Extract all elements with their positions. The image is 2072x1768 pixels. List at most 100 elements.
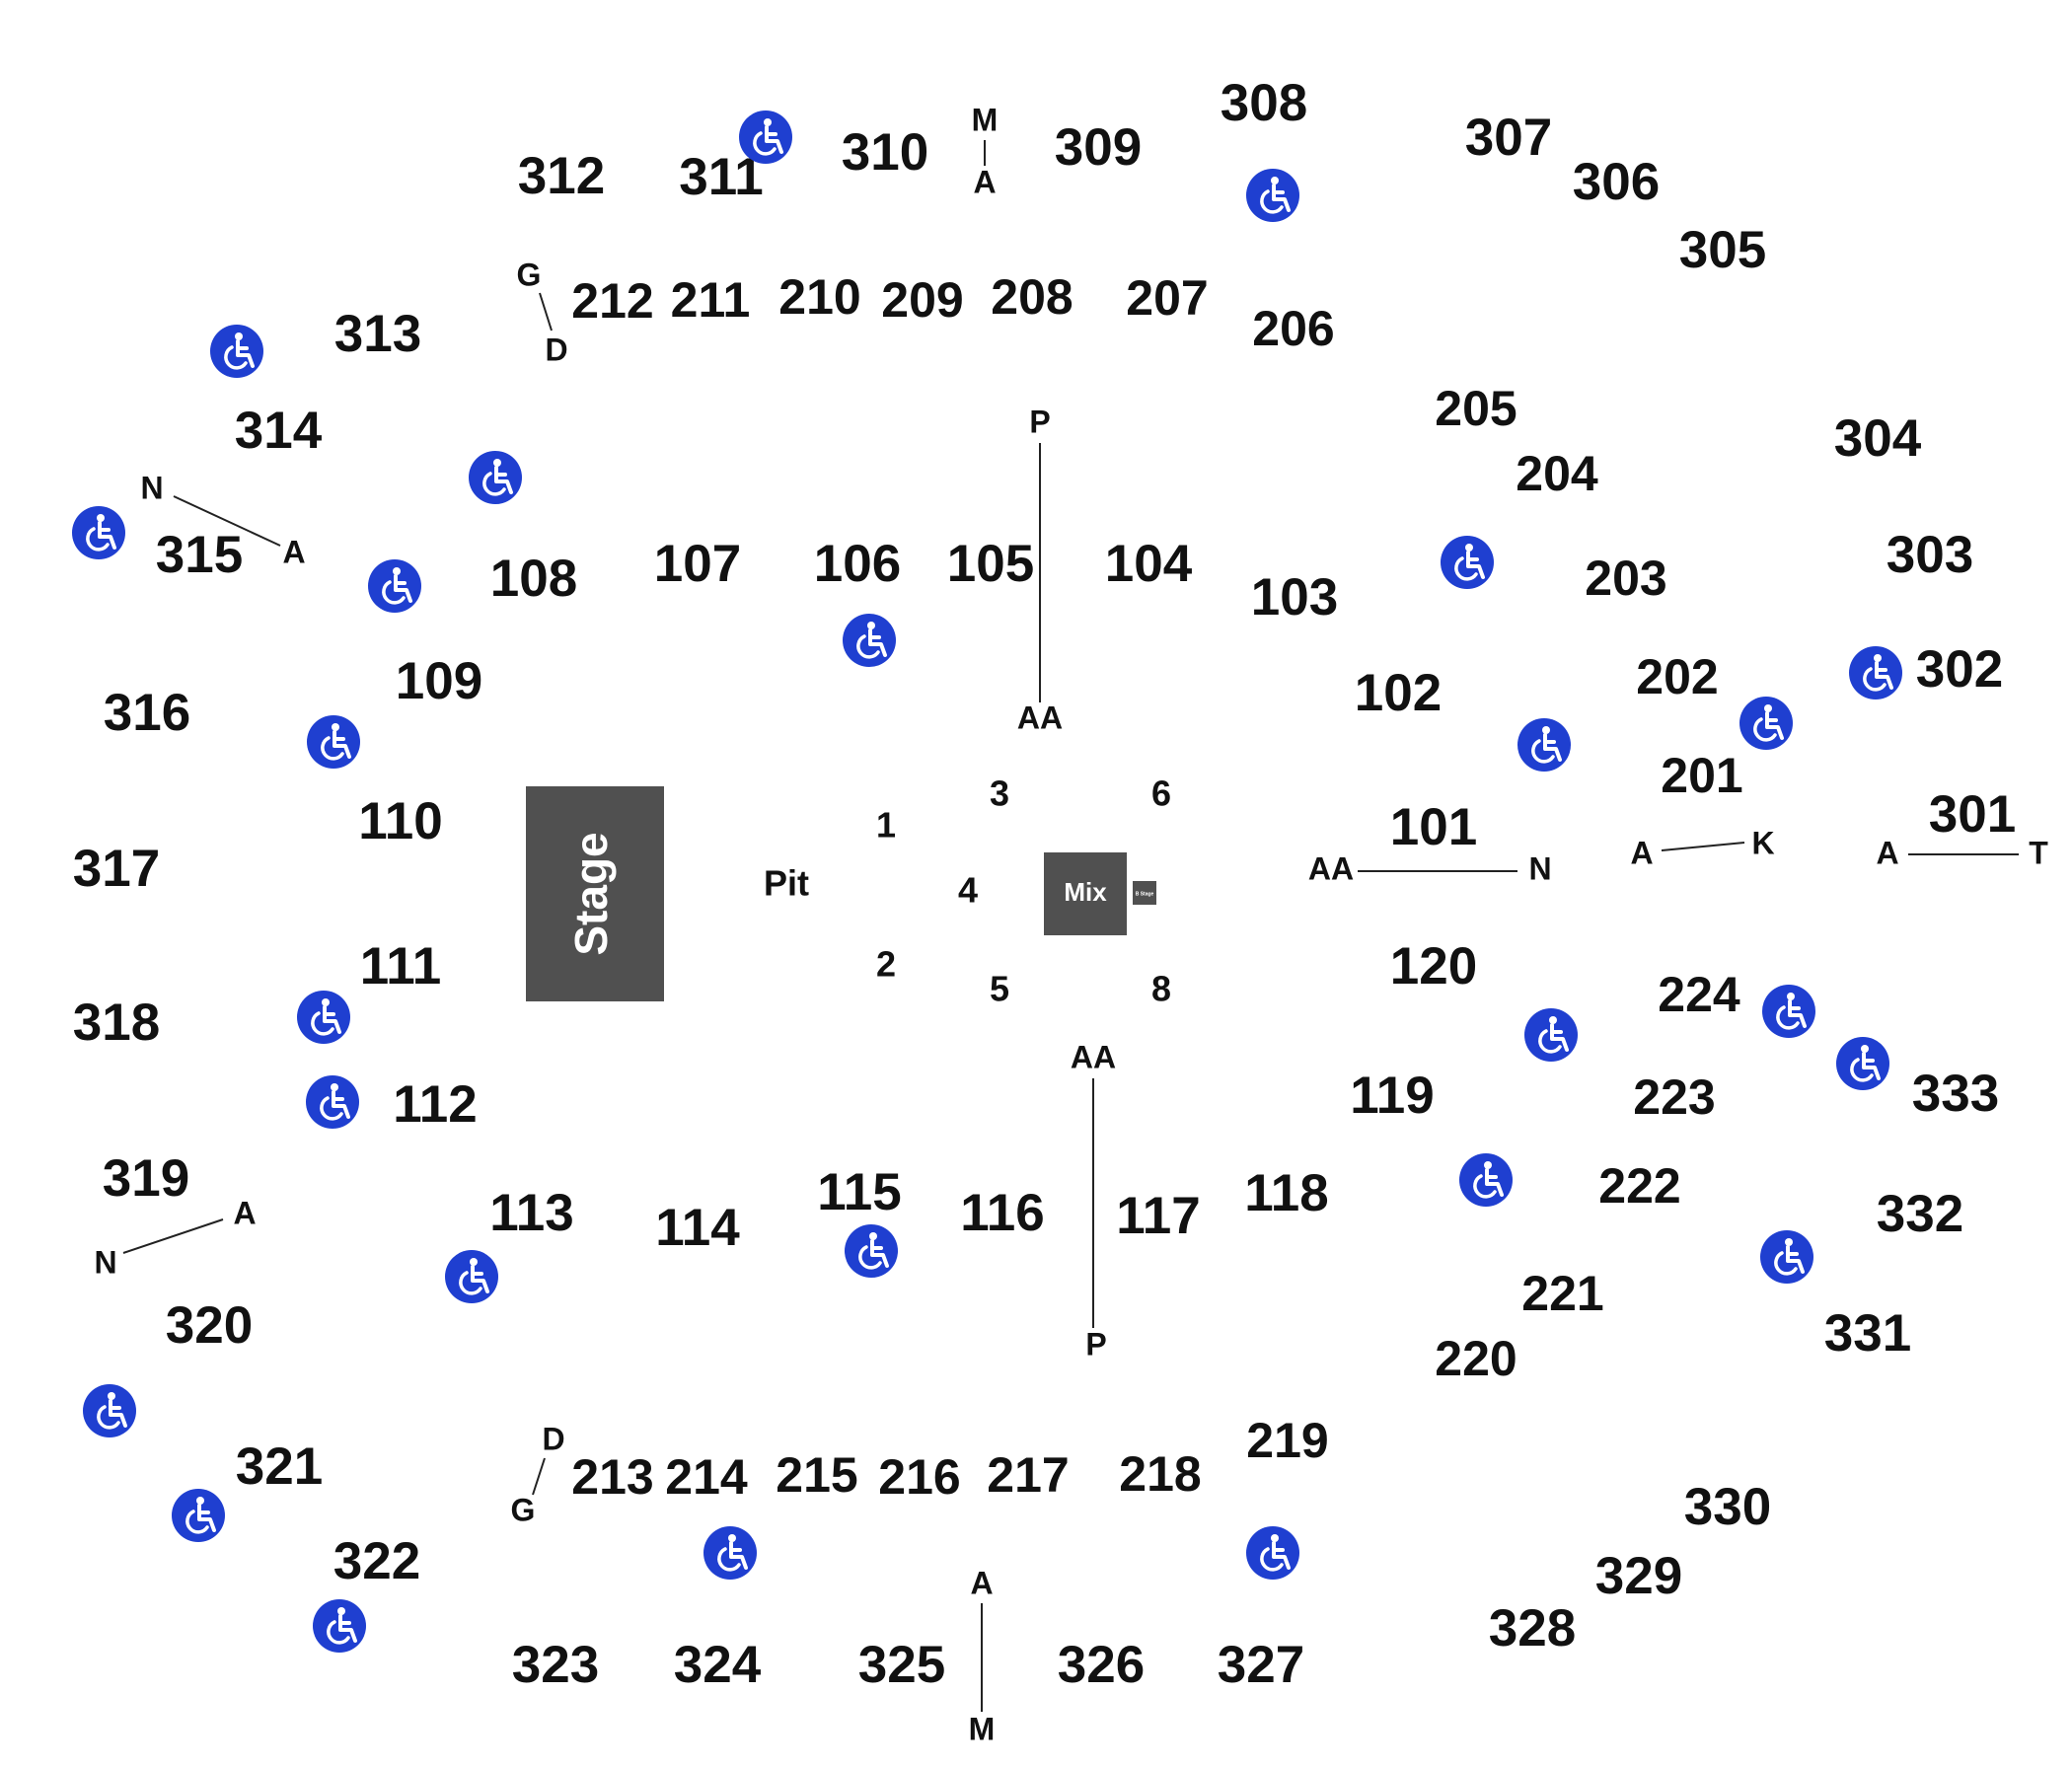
wheelchair-icon	[170, 1487, 227, 1544]
section[interactable]: 301	[1929, 785, 2016, 844]
section[interactable]: 331	[1824, 1304, 1911, 1363]
section[interactable]: 103	[1251, 568, 1338, 626]
floor-section[interactable]: 2	[876, 944, 896, 985]
section[interactable]: 216	[878, 1449, 960, 1505]
section[interactable]: 306	[1573, 153, 1660, 211]
section[interactable]: 206	[1252, 301, 1334, 356]
section[interactable]: 317	[73, 840, 160, 898]
section[interactable]: 115	[817, 1163, 902, 1221]
section[interactable]: 316	[104, 684, 190, 742]
section[interactable]: 212	[571, 273, 653, 329]
section[interactable]: 308	[1221, 74, 1307, 132]
section[interactable]: 102	[1355, 664, 1442, 722]
section[interactable]: 106	[814, 535, 901, 593]
row-label: A	[282, 534, 305, 569]
section[interactable]: 319	[103, 1149, 189, 1208]
floor-section[interactable]: 8	[1151, 969, 1171, 1009]
section[interactable]: 223	[1633, 1069, 1715, 1125]
row-label: G	[511, 1492, 536, 1527]
section[interactable]: 118	[1244, 1164, 1329, 1222]
section[interactable]: 309	[1055, 118, 1142, 177]
section[interactable]: 120	[1390, 937, 1477, 995]
section[interactable]: 214	[665, 1449, 748, 1505]
section[interactable]: 111	[360, 937, 442, 995]
section[interactable]: 117	[1116, 1187, 1201, 1245]
section[interactable]: 313	[334, 305, 421, 363]
row-indicator-na-left: N A	[140, 470, 305, 569]
section[interactable]: 114	[655, 1199, 740, 1257]
section[interactable]: 217	[987, 1447, 1069, 1503]
row-label: P	[1085, 1326, 1106, 1362]
section[interactable]: 323	[512, 1636, 599, 1694]
section[interactable]: 302	[1916, 640, 2003, 699]
section[interactable]: 119	[1350, 1067, 1435, 1125]
section[interactable]: 207	[1126, 270, 1208, 326]
section[interactable]: 321	[236, 1437, 323, 1496]
section[interactable]: 305	[1679, 221, 1766, 279]
section[interactable]: 204	[1516, 446, 1598, 501]
section[interactable]: 208	[991, 269, 1073, 325]
floor-section[interactable]: 4	[958, 870, 978, 911]
section[interactable]: 109	[396, 652, 482, 710]
section[interactable]: 224	[1658, 967, 1740, 1022]
wheelchair-icon	[1457, 1151, 1515, 1209]
row-label: M	[969, 1711, 996, 1746]
section[interactable]: 324	[674, 1636, 762, 1694]
section[interactable]: 222	[1598, 1158, 1680, 1214]
section[interactable]: 108	[490, 550, 577, 608]
section[interactable]: 333	[1912, 1065, 1999, 1123]
section[interactable]: 329	[1595, 1547, 1682, 1605]
row-label: A	[973, 164, 996, 199]
section[interactable]: 110	[358, 792, 443, 850]
section[interactable]: 303	[1887, 526, 1973, 584]
section[interactable]: 304	[1834, 409, 1922, 468]
section[interactable]: 332	[1877, 1185, 1963, 1243]
wheelchair-icon	[70, 504, 127, 561]
section[interactable]: 209	[881, 272, 963, 328]
section[interactable]: 318	[73, 994, 160, 1052]
section[interactable]: 202	[1636, 649, 1718, 704]
section[interactable]: 312	[518, 147, 605, 205]
section[interactable]: 307	[1465, 109, 1552, 167]
floor-section[interactable]: 5	[990, 969, 1009, 1009]
section[interactable]: 211	[671, 272, 751, 328]
section[interactable]: 105	[947, 535, 1034, 593]
section[interactable]: 330	[1684, 1478, 1771, 1536]
section[interactable]: 314	[235, 402, 323, 460]
section[interactable]: 116	[960, 1184, 1045, 1242]
section[interactable]: 219	[1246, 1413, 1328, 1468]
section[interactable]: 101	[1390, 798, 1477, 856]
wheelchair-icon	[443, 1248, 500, 1305]
section[interactable]: 327	[1218, 1636, 1304, 1694]
wheelchair-icon	[81, 1382, 138, 1439]
row-indicator-bottom-am: A M	[969, 1565, 996, 1746]
floor-section[interactable]: 1	[876, 805, 896, 846]
section[interactable]: 320	[166, 1296, 253, 1355]
section[interactable]: 315	[156, 526, 243, 584]
wheelchair-icon	[311, 1597, 368, 1655]
section[interactable]: 322	[333, 1532, 420, 1590]
section[interactable]: 310	[842, 123, 928, 182]
section[interactable]: 112	[393, 1075, 478, 1134]
wheelchair-icon	[1760, 983, 1817, 1040]
section[interactable]: 203	[1585, 551, 1666, 606]
section[interactable]: 221	[1521, 1266, 1603, 1321]
section[interactable]: 213	[571, 1449, 653, 1505]
section[interactable]: 220	[1435, 1331, 1517, 1386]
section[interactable]: 325	[858, 1636, 945, 1694]
section[interactable]: 215	[776, 1447, 857, 1503]
wheelchair-icon	[1244, 1524, 1301, 1582]
section[interactable]: 205	[1435, 381, 1517, 436]
pit-label[interactable]: Pit	[764, 863, 809, 904]
section[interactable]: 113	[489, 1184, 574, 1242]
section[interactable]: 218	[1119, 1446, 1201, 1502]
wheelchair-icon	[1834, 1035, 1891, 1092]
floor-section[interactable]: 3	[990, 774, 1009, 814]
section[interactable]: 107	[654, 535, 741, 593]
section[interactable]: 326	[1058, 1636, 1145, 1694]
section[interactable]: 201	[1661, 748, 1742, 803]
floor-section[interactable]: 6	[1151, 774, 1171, 814]
section[interactable]: 328	[1489, 1599, 1576, 1658]
section[interactable]: 104	[1105, 535, 1193, 593]
section[interactable]: 210	[778, 269, 860, 325]
